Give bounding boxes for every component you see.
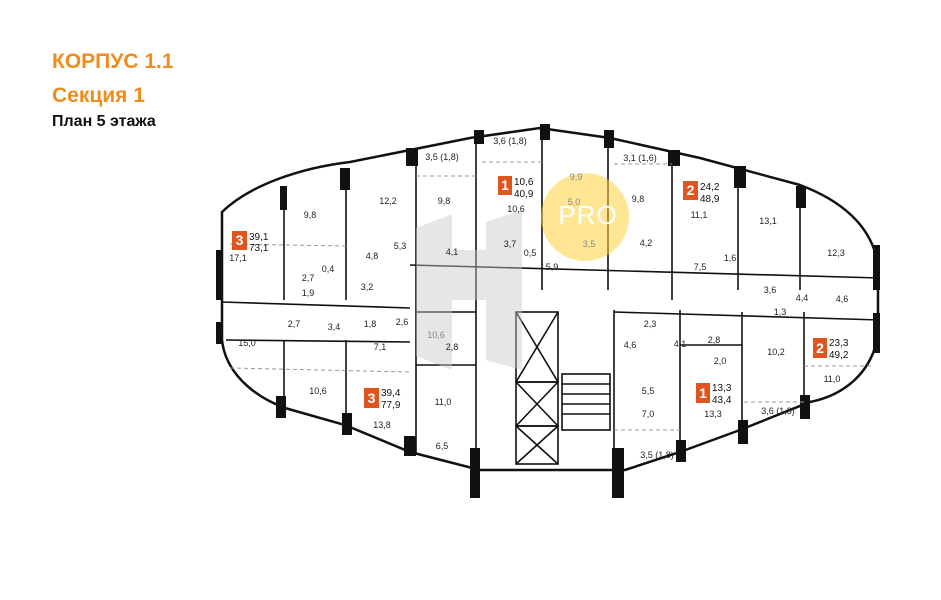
room-area: 13,3	[704, 409, 722, 419]
building-title: КОРПУС 1.1	[52, 50, 174, 73]
apartment-total-area: 48,9	[700, 194, 720, 205]
room-area: 2,8	[446, 342, 459, 352]
room-area: 1,8	[364, 319, 377, 329]
room-area: 1,6	[724, 253, 737, 263]
room-area: 2,7	[288, 319, 301, 329]
room-area: 4,2	[640, 238, 653, 248]
room-area: 3,5	[583, 239, 596, 249]
room-area: 2,0	[714, 356, 727, 366]
pro-watermark: PRO	[541, 173, 629, 261]
room-area: 5,9	[546, 262, 559, 272]
room-area: 17,1	[229, 253, 247, 263]
apartment-total-area: 73,1	[249, 243, 269, 254]
floor-plan-title: План 5 этажа	[52, 113, 156, 130]
apartment-rooms: 2	[687, 182, 695, 198]
room-area: 5,0	[568, 197, 581, 207]
room-area: 11,0	[824, 374, 841, 384]
room-area: 3,5 (1,8)	[425, 152, 459, 162]
room-area: 2,8	[708, 335, 721, 345]
wall-blocks	[216, 124, 880, 498]
apartment-badge: 1 13,3 43,4	[696, 383, 732, 406]
apartment-badge: 3 39,1 73,1	[232, 231, 269, 254]
room-area: 5,5	[642, 386, 655, 396]
room-area: 3,6 (1,8)	[493, 136, 527, 146]
room-area: 12,3	[827, 248, 845, 258]
room-area: 3,5 (1,8)	[640, 450, 674, 460]
brand-watermark-shape	[416, 210, 522, 370]
room-area: 2,7	[302, 273, 315, 283]
room-area: 6,5	[436, 441, 449, 451]
room-area: 10,6	[309, 386, 327, 396]
room-area: 3,1 (1,6)	[623, 153, 657, 163]
balcony-lines	[229, 161, 872, 431]
room-area: 10,6	[427, 330, 445, 340]
room-area: 13,8	[373, 420, 391, 430]
apartment-badges: 3 39,1 73,1 1 10,6 40,9 2 24,2 48,9 2 23…	[232, 176, 849, 411]
room-area: 3,2	[361, 282, 374, 292]
apartment-rooms: 2	[816, 340, 824, 356]
room-area: 1,9	[302, 288, 315, 298]
apartment-total-area: 77,9	[381, 400, 401, 411]
room-area: 4,8	[366, 251, 379, 261]
room-area: 3,6	[764, 285, 777, 295]
room-area: 7,0	[642, 409, 655, 419]
apartment-total-area: 49,2	[829, 350, 849, 361]
pro-circle	[541, 173, 629, 261]
room-area: 9,8	[438, 196, 451, 206]
apartment-living-area: 39,4	[381, 388, 401, 399]
room-area: 7,1	[374, 342, 387, 352]
room-area-labels: 3,6 (1,8) 3,5 (1,8) 3,1 (1,6) 9,9 9,8 12…	[229, 136, 848, 460]
room-area: 10,2	[767, 347, 785, 357]
apartment-living-area: 24,2	[700, 182, 720, 193]
apartment-badge: 2 24,2 48,9	[683, 181, 720, 205]
room-area: 4,1	[446, 247, 459, 257]
room-area: 9,8	[304, 210, 317, 220]
room-area: 10,6	[507, 204, 525, 214]
room-area: 0,5	[524, 248, 537, 258]
apartment-living-area: 39,1	[249, 232, 269, 243]
room-area: 13,1	[759, 216, 777, 226]
room-area: 12,2	[379, 196, 397, 206]
room-area: 4,1	[674, 339, 687, 349]
room-area: 4,4	[796, 293, 809, 303]
apartment-badge: 3 39,4 77,9	[364, 388, 401, 411]
core	[515, 311, 611, 465]
room-area: 3,7	[504, 239, 517, 249]
room-area: 3,6 (1,8)	[761, 406, 795, 416]
room-area: 0,4	[322, 264, 335, 274]
room-area: 9,8	[632, 194, 645, 204]
apartment-rooms: 1	[501, 177, 509, 193]
room-area: 7,5	[694, 262, 707, 272]
room-area: 1,3	[774, 307, 787, 317]
section-title: Секция 1	[52, 84, 145, 107]
apartment-badge: 1 10,6 40,9	[498, 176, 534, 200]
room-area: 9,9	[570, 172, 583, 182]
apartment-living-area: 23,3	[829, 338, 849, 349]
room-area: 2,3	[644, 319, 657, 329]
pro-text: PRO	[558, 200, 617, 230]
apartment-rooms: 1	[699, 385, 707, 401]
apartment-total-area: 43,4	[712, 395, 732, 406]
apartment-living-area: 13,3	[712, 383, 732, 394]
room-area: 5,3	[394, 241, 407, 251]
room-area: 4,6	[624, 340, 637, 350]
room-area: 11,1	[691, 210, 708, 220]
room-area: 2,6	[396, 317, 409, 327]
apartment-living-area: 10,6	[514, 177, 534, 188]
apartment-badge: 2 23,3 49,2	[813, 338, 849, 361]
room-area: 3,4	[328, 322, 341, 332]
apartment-rooms: 3	[236, 232, 244, 248]
apartment-rooms: 3	[368, 390, 376, 406]
apartment-total-area: 40,9	[514, 189, 534, 200]
interior-walls	[221, 128, 881, 468]
room-area: 4,6	[836, 294, 849, 304]
room-area: 11,0	[435, 397, 452, 407]
room-area: 15,0	[238, 338, 256, 348]
